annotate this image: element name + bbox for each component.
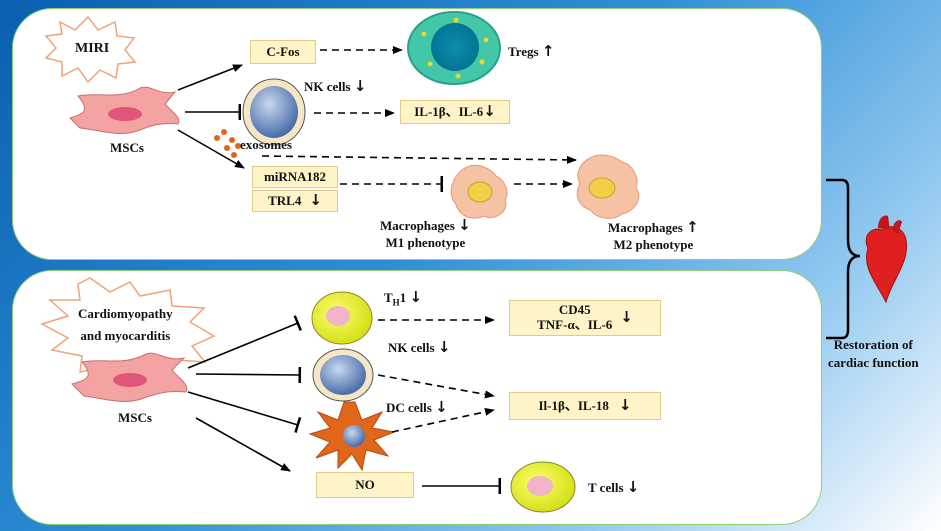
exosome-dots [214, 129, 241, 158]
down-arrow-icon: ↓ [618, 396, 632, 415]
nk-top-label: NK cells ↓ [304, 77, 366, 95]
msc-nucleus-top [108, 107, 142, 121]
tnf-text: TNF-α、IL-6 [537, 317, 613, 332]
th1-tail: 1 [399, 290, 407, 305]
tregs-label: Tregs ↑ [508, 42, 554, 60]
m1-line1: Macrophages [380, 218, 455, 233]
cardiomyopathy-label: Cardiomyopathy and myocarditis [78, 303, 173, 347]
dash-dc-il18 [391, 407, 495, 433]
down-arrow-icon: ↓ [620, 308, 633, 327]
brace [826, 178, 861, 340]
cardio-line2: and myocarditis [80, 328, 171, 344]
outcome-label: Restoration of cardiac function [828, 336, 919, 371]
m2-label: Macrophages ↑M2 phenotype [608, 218, 699, 253]
th1-label: TH1 ↓ [384, 288, 422, 308]
cfos-box: C-Fos [250, 40, 316, 64]
nk-bottom-text: NK cells [388, 340, 435, 355]
dash-nk-il18 [377, 374, 495, 399]
down-arrow-icon: ↓ [437, 338, 451, 356]
nk-nucleus-top [250, 86, 298, 138]
tregs-text: Tregs [508, 44, 539, 59]
m2-line1: Macrophages [608, 220, 683, 235]
th1-sub: H [392, 297, 400, 308]
no-text: NO [355, 476, 375, 492]
il-top-text: IL-1β、IL-6 [414, 103, 484, 119]
msc-top-label: MSCs [110, 140, 144, 155]
trl4-box: TRL4 ↓ [252, 190, 338, 212]
down-arrow-icon: ↓ [309, 191, 322, 210]
dash-exosome-m2 [261, 155, 577, 164]
nk-top-text: NK cells [304, 79, 351, 94]
outcome-line2: cardiac function [828, 354, 919, 370]
dc-nucleus [343, 425, 365, 447]
no-box: NO [316, 472, 414, 498]
down-arrow-icon: ↓ [483, 102, 496, 121]
dc-label: DC cells ↓ [386, 398, 448, 416]
arrow-msc-cfos [177, 64, 243, 91]
th1-main: T [384, 290, 393, 305]
inhibit-msc-nk-bottom [195, 366, 302, 384]
inhibit-msc-th1 [187, 315, 302, 369]
il18-text: Il-1β、IL-18 [538, 397, 609, 413]
dc-text: DC cells [386, 400, 432, 415]
trl4-text: TRL4 [268, 192, 302, 208]
up-arrow-icon: ↑ [686, 218, 699, 236]
t-cells-text: T cells [588, 480, 624, 495]
down-arrow-icon: ↓ [626, 478, 640, 496]
down-arrow-icon: ↓ [353, 77, 367, 95]
msc-bottom-label: MSCs [118, 410, 152, 425]
m2-line2: M2 phenotype [613, 236, 694, 252]
outcome-line1: Restoration of [833, 337, 913, 352]
il18-box: Il-1β、IL-18 ↓ [509, 392, 661, 420]
arrow-msc-mirna [177, 129, 245, 169]
down-arrow-icon: ↓ [435, 398, 448, 416]
m1-label: Macrophages ↓M1 phenotype [380, 216, 471, 251]
m1-line2: M1 phenotype [385, 234, 466, 250]
inhibit-msc-dc [187, 391, 302, 433]
miri-starburst [44, 15, 137, 84]
cfos-text: C-Fos [266, 43, 300, 59]
t-cells-label: T cells ↓ [588, 478, 639, 496]
exosomes-label: exosomes [240, 137, 292, 152]
arrow-msc-no [195, 417, 291, 472]
msc-nucleus-bottom [113, 373, 147, 387]
il-top-box: IL-1β、IL-6↓ [400, 100, 510, 124]
treg-nucleus [431, 23, 479, 71]
cd45-text: CD45 [558, 302, 591, 318]
nk-bottom-label: NK cells ↓ [388, 338, 450, 356]
treg-granules [421, 17, 489, 79]
up-arrow-icon: ↑ [541, 42, 555, 60]
cardio-line1: Cardiomyopathy [78, 306, 173, 321]
miri-label: MIRI [75, 41, 110, 56]
down-arrow-icon: ↓ [409, 288, 423, 306]
mirna-box: miRNA182 [252, 166, 338, 188]
mirna-text: miRNA182 [263, 168, 327, 184]
heart-icon [865, 215, 908, 304]
down-arrow-icon: ↓ [458, 216, 471, 234]
